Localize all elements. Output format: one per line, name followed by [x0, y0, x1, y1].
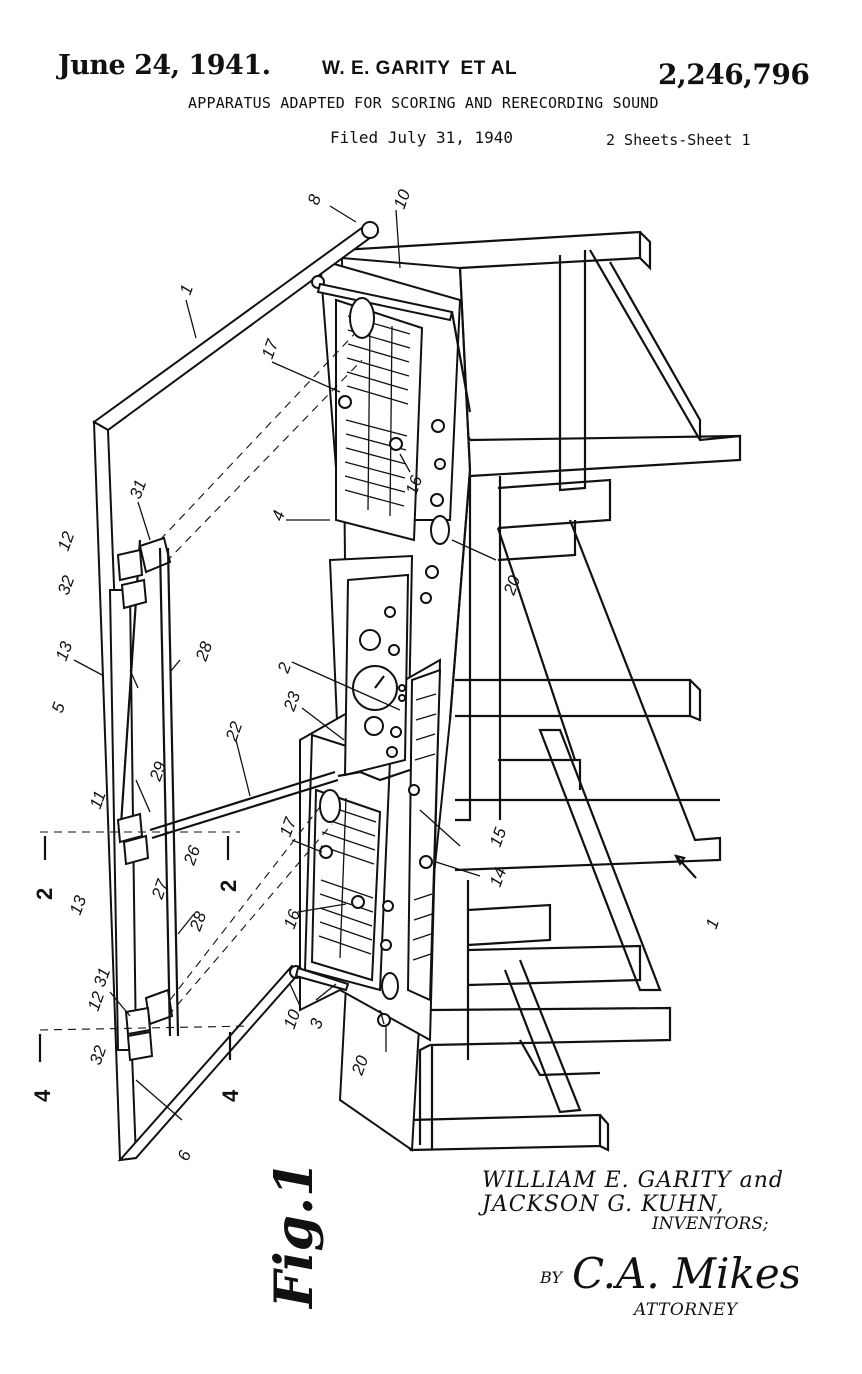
projection-beams	[159, 297, 375, 1017]
ref-28-top: 28	[192, 639, 217, 665]
ref-17-bottom: 17	[276, 815, 301, 840]
section-mark-4-left: 4	[30, 1089, 55, 1102]
inventor-name: W. E. GARITY	[322, 58, 451, 79]
meter-panel	[343, 573, 410, 777]
ref-27: 27	[148, 877, 173, 903]
ref-17-top: 17	[258, 337, 283, 362]
ref-4: 4	[268, 508, 289, 523]
inventor-name-line-2: JACKSON G. KUHN,	[482, 1192, 725, 1217]
sheet-count: 2 Sheets-Sheet 1	[606, 131, 751, 149]
ref-2: 2	[274, 659, 296, 676]
ref-10-top: 10	[390, 187, 415, 212]
attorney-tag: ATTORNEY	[634, 1300, 738, 1320]
ref-11: 11	[86, 788, 110, 811]
cue-sheet-panels	[310, 298, 442, 1002]
patent-number: 2,246,796	[658, 58, 810, 91]
ref-1-frame: 1	[176, 282, 197, 297]
attorney-signature-text: C.A. Mikesell	[572, 1249, 798, 1298]
section-mark-2-left: 2	[32, 888, 57, 900]
filed-date: Filed July 31, 1940	[330, 128, 514, 147]
ref-5: 5	[48, 699, 69, 715]
patent-title: APPARATUS ADAPTED FOR SCORING AND RERECO…	[188, 94, 659, 112]
inventors-tag: INVENTORS;	[652, 1214, 769, 1234]
inventor-name-line-1: WILLIAM E. GARITY and	[482, 1168, 784, 1193]
section-mark-2-right: 2	[216, 880, 241, 892]
ref-28-bottom: 28	[186, 909, 211, 935]
ref-13-bottom: 13	[66, 893, 91, 918]
ref-32-top: 32	[54, 573, 79, 598]
ref-12-top: 12	[54, 529, 79, 554]
section-mark-4-right: 4	[218, 1089, 243, 1102]
ref-3: 3	[306, 1015, 327, 1031]
patent-date: June 24, 1941.	[58, 50, 271, 81]
ref-12-bottom: 12	[84, 989, 109, 1014]
control-knobs	[377, 419, 450, 1027]
et-al: ET AL	[460, 58, 518, 79]
ref-31-bottom: 31	[90, 965, 114, 989]
ref-6: 6	[174, 1147, 195, 1163]
ref-22: 22	[222, 719, 247, 745]
inventor-header: W. E. GARITY ET AL	[322, 58, 517, 80]
ref-23: 23	[280, 689, 305, 715]
by-label: BY	[540, 1268, 563, 1287]
ref-32-bottom: 32	[86, 1043, 111, 1068]
ref-1-assembly: 1	[702, 916, 723, 931]
figure-label: Fig.1	[264, 1161, 325, 1310]
ref-26: 26	[180, 843, 205, 869]
ref-31-top: 31	[126, 477, 150, 501]
ref-15: 15	[486, 825, 511, 850]
ref-13-top: 13	[52, 639, 77, 664]
section-lines	[38, 831, 697, 1062]
attorney-signature: C.A. Mikesell	[572, 1249, 798, 1298]
table-frame	[341, 230, 742, 1152]
leader-lines	[73, 205, 497, 1121]
projector-assembly	[116, 311, 472, 1062]
ref-8: 8	[304, 191, 325, 207]
ref-29: 29	[146, 759, 171, 785]
